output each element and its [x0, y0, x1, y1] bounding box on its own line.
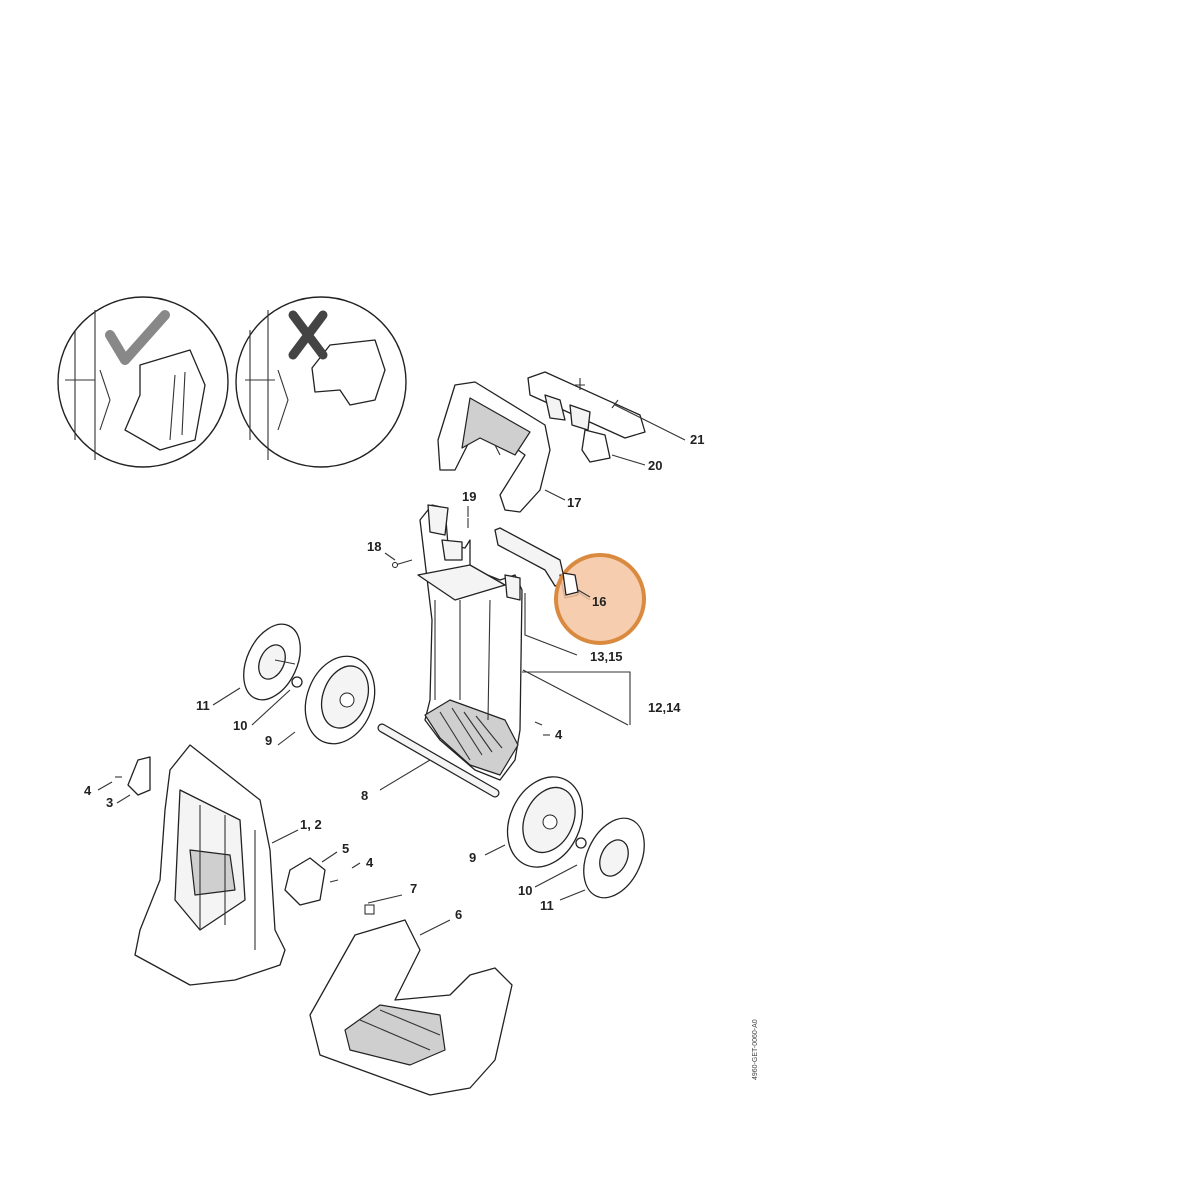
part-clip	[364, 904, 375, 915]
part-base	[309, 919, 513, 1096]
label-1-2: 1, 2	[300, 817, 322, 832]
label-10-upper: 10	[233, 718, 248, 733]
label-11-upper: 11	[196, 698, 210, 713]
part-connector	[127, 756, 151, 796]
part-hub-upper	[243, 623, 301, 701]
label-4-connector: 4	[84, 783, 92, 798]
detail-view-incorrect	[235, 296, 407, 468]
label-18: 18	[367, 539, 382, 554]
part-washer-lower	[575, 837, 587, 849]
label-10-lower: 10	[518, 883, 533, 898]
part-screw-4c	[329, 879, 339, 883]
label-12-14: 12,14	[648, 700, 681, 715]
part-housing	[134, 744, 286, 986]
label-17: 17	[567, 495, 582, 510]
detail-view-correct	[57, 296, 229, 468]
part-hub-lower	[583, 817, 645, 899]
label-3: 3	[106, 795, 114, 810]
label-21: 21	[690, 432, 705, 447]
label-16: 16	[592, 594, 607, 609]
label-11-lower: 11	[540, 898, 554, 913]
label-7: 7	[410, 881, 418, 896]
part-cover	[284, 857, 326, 906]
label-9-upper: 9	[265, 733, 273, 748]
part-frame	[417, 504, 523, 781]
label-9-lower: 9	[469, 850, 477, 865]
label-20: 20	[648, 458, 663, 473]
label-8: 8	[361, 788, 369, 803]
part-wheel-lower	[506, 776, 584, 868]
part-handle	[437, 381, 551, 513]
part-axle	[378, 724, 499, 797]
leader-16	[577, 589, 591, 598]
x-icon	[288, 310, 328, 360]
check-icon	[105, 310, 170, 365]
label-4-frame: 4	[555, 727, 563, 742]
highlight-circle	[554, 553, 646, 645]
label-19: 19	[462, 489, 477, 504]
part-16-tab	[562, 572, 579, 596]
part-washer-upper	[291, 676, 303, 688]
part-screw-18-head	[392, 562, 398, 568]
label-6: 6	[455, 907, 463, 922]
part-hose-holder	[527, 371, 646, 463]
label-13-15: 13,15	[590, 649, 623, 664]
part-wheel-upper	[304, 655, 376, 745]
part-screw-4a	[534, 721, 543, 726]
label-4-cover: 4	[366, 855, 374, 870]
label-5: 5	[342, 841, 350, 856]
drawing-code: 4960-GET-0060-A0	[752, 1019, 759, 1080]
